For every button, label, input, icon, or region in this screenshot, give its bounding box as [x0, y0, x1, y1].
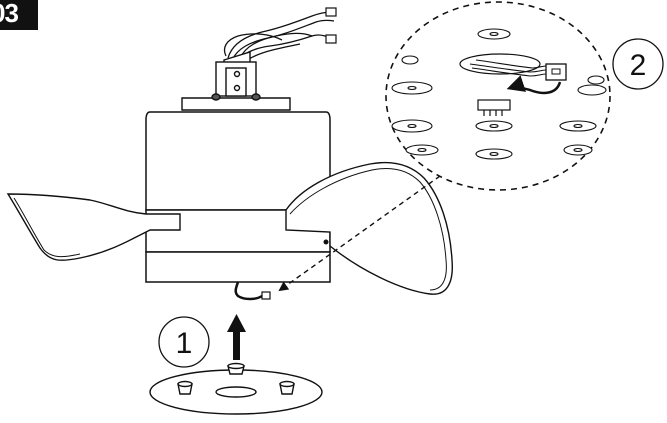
- callout-1-label: 1: [176, 327, 193, 360]
- leader-line: [278, 175, 441, 292]
- left-fan-blade: [6, 193, 181, 261]
- bottom-connector: [261, 291, 271, 300]
- step-number: 03: [0, 0, 19, 28]
- callout-1: 1: [158, 316, 210, 368]
- up-arrow: [227, 314, 246, 360]
- fan-collar: [181, 93, 291, 111]
- top-connector: [325, 7, 337, 44]
- right-fan-blade: [285, 161, 453, 295]
- base-plate: [149, 362, 323, 415]
- callout-2-label: 2: [630, 49, 647, 82]
- bottom-wire: [234, 281, 263, 301]
- mounting-bracket: [215, 51, 257, 97]
- step-number-badge: 03: [0, 0, 38, 30]
- detail-view: [385, 1, 611, 191]
- callout-2: 2: [612, 38, 664, 90]
